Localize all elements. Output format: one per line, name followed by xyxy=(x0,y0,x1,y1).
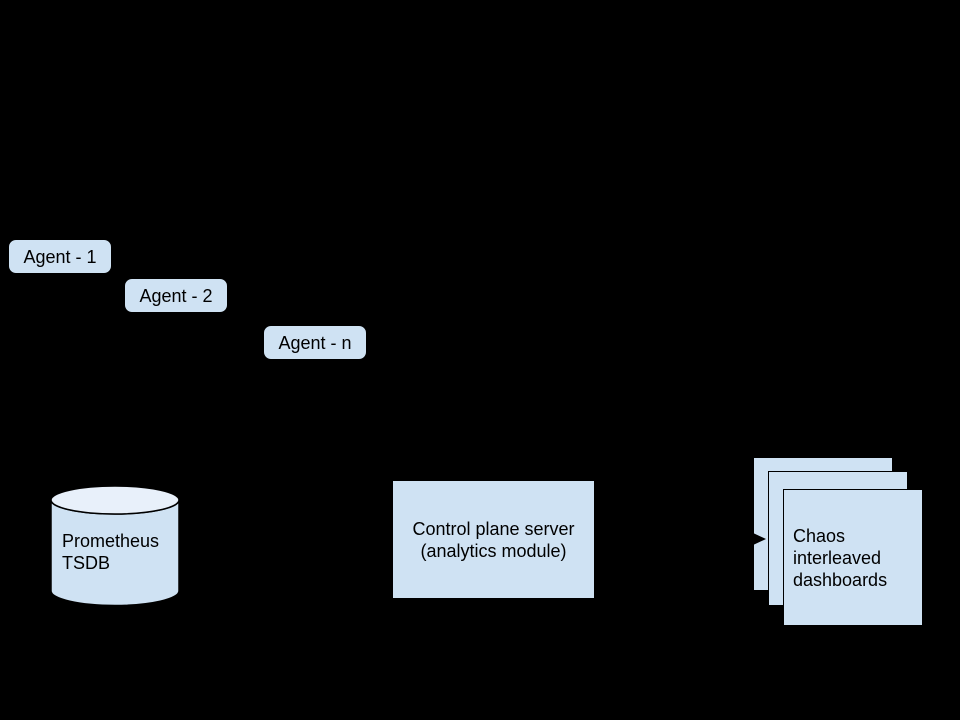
dashboard-card-front: Chaos interleaved dashboards xyxy=(783,489,923,626)
control-plane-label-line2: (analytics module) xyxy=(420,540,567,561)
dashboards-label-line2: interleaved xyxy=(793,547,882,568)
agent-2-label: Agent - 2 xyxy=(139,285,213,306)
control-plane-label-line1: Control plane server xyxy=(412,518,575,539)
dashboards-label-line1: Chaos xyxy=(793,525,846,546)
tsdb-label-line1: Prometheus xyxy=(62,531,160,551)
tsdb-label-line2: TSDB xyxy=(62,553,111,573)
agent-n-label: Agent - n xyxy=(278,332,352,353)
prometheus-tsdb-cylinder: Prometheus TSDB xyxy=(50,485,180,607)
cylinder-shape-icon xyxy=(50,485,180,607)
agent-n-node: Agent - n xyxy=(263,325,367,360)
dashboards-label-line3: dashboards xyxy=(793,569,888,590)
agent-1-node: Agent - 1 xyxy=(8,239,112,274)
agent-1-label: Agent - 1 xyxy=(23,246,97,267)
prometheus-tsdb-label: Prometheus TSDB xyxy=(62,530,159,574)
control-plane-server-box: Control plane server (analytics module) xyxy=(392,480,595,599)
agent-2-node: Agent - 2 xyxy=(124,278,228,313)
